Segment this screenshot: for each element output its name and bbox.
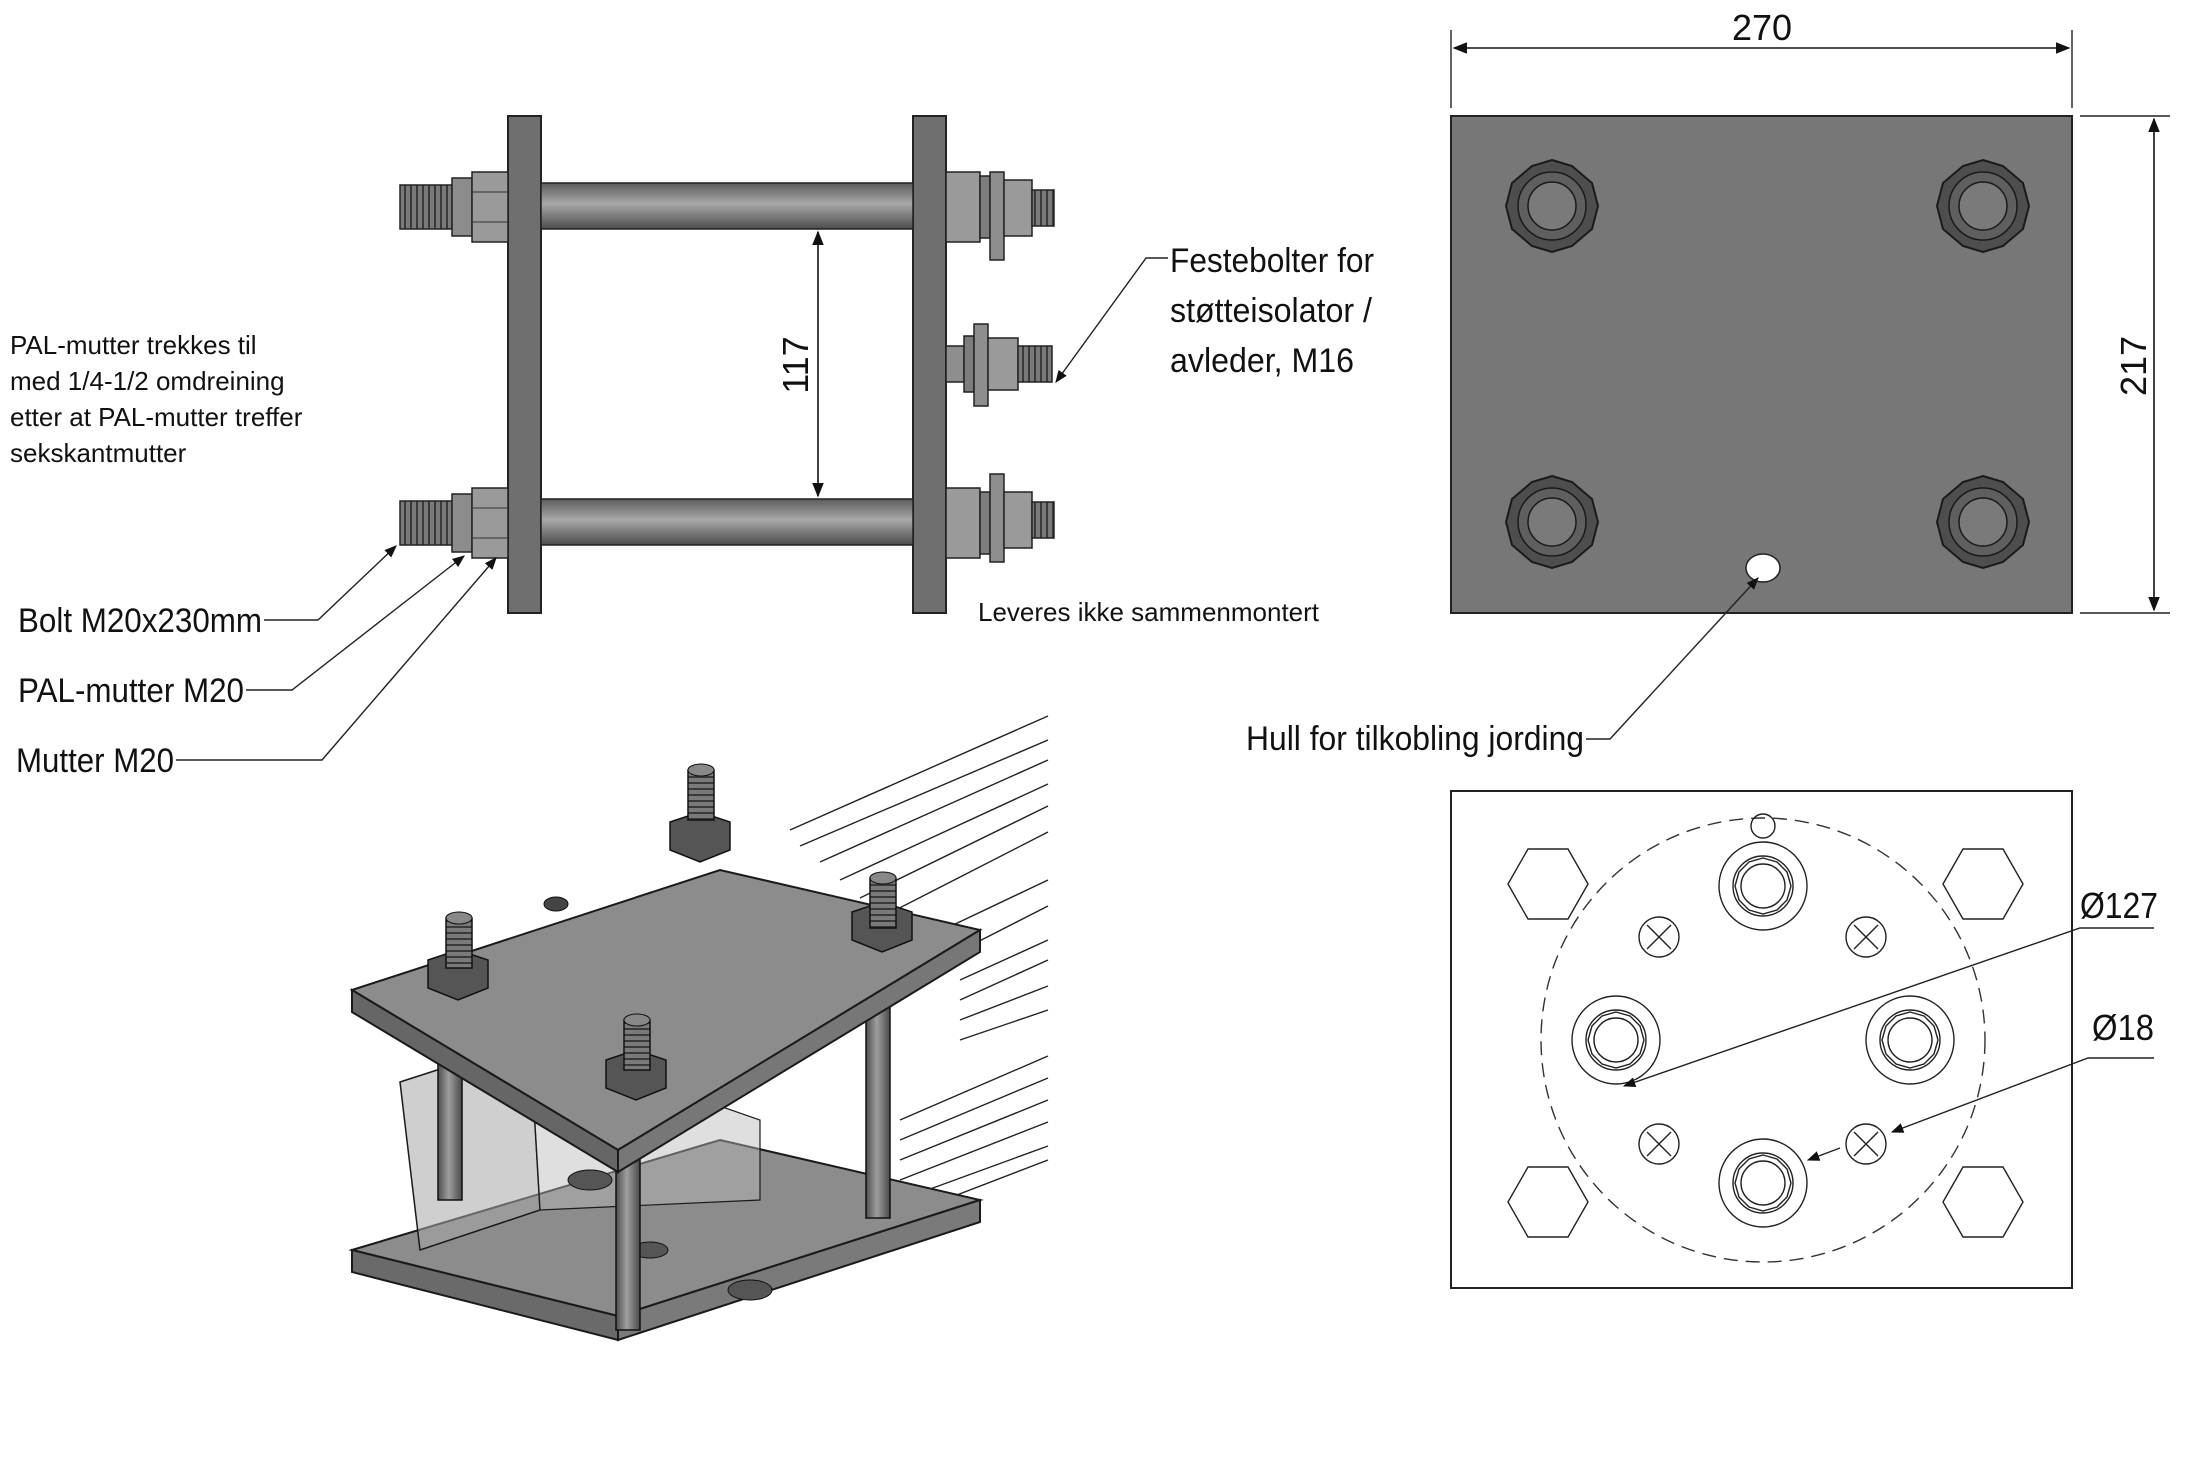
pal-note-line: med 1/4-1/2 omdreining (10, 366, 285, 396)
leader-hole (1890, 1057, 2154, 1133)
pal-note-line: etter at PAL-mutter treffer (10, 402, 303, 432)
iso-bolt (851, 871, 913, 953)
pal-note-line: sekskantmutter (10, 438, 187, 468)
side-view: 117 PAL-mutter trekkes til med 1/4-1/2 o… (10, 115, 1383, 780)
top-view: 270 217 Hull for tilkobling jor (1246, 7, 2170, 758)
ground-hole-label: Hull for tilkobling jording (1246, 720, 1584, 758)
ground-hole (1745, 553, 1781, 583)
isometric-view (348, 715, 1049, 1342)
pcd-fastener (1571, 995, 1661, 1085)
bolt-end-lower-left (399, 487, 509, 559)
rod-lower (540, 498, 914, 546)
pal-note: PAL-mutter trekkes til med 1/4-1/2 omdre… (10, 330, 310, 468)
label-bolt: Bolt M20x230mm (18, 602, 262, 640)
bolt-end-upper-left (399, 171, 509, 243)
top-nut (1504, 158, 1600, 254)
iso-hole (567, 1169, 613, 1191)
corner-hex (1942, 1166, 2024, 1238)
iso-bolt (605, 1013, 667, 1101)
crossed-hole (1845, 916, 1887, 958)
corner-hex (1507, 848, 1589, 920)
delivery-note: Leveres ikke sammenmontert (978, 597, 1320, 627)
rail-profile (789, 715, 1049, 1241)
corner-hex (1942, 848, 2024, 920)
iso-ground-hole (543, 896, 569, 912)
side-plate-left (507, 115, 542, 614)
top-nut (1504, 474, 1600, 570)
top-nut (1935, 474, 2031, 570)
crossed-hole (1638, 1123, 1680, 1165)
top-nut (1935, 158, 2031, 254)
leader-nut (176, 557, 497, 761)
leader-pcd (1622, 927, 2154, 1088)
dim-270-text: 270 (1732, 7, 1792, 48)
pcd-fastener (1718, 1138, 1808, 1228)
dim-217-text: 217 (2113, 336, 2154, 396)
crossed-hole (1638, 916, 1680, 958)
pcd-fastener (1865, 995, 1955, 1085)
pcd-label: Ø127 (2080, 885, 2158, 926)
fastener-label: Festebolter for støtteisolator / avleder… (1170, 242, 1383, 380)
right-nut-middle (945, 323, 1053, 407)
fastener-label-line: støtteisolator / (1170, 292, 1373, 330)
leader-ground-hole (1586, 577, 1759, 740)
pcd-circle (1540, 817, 1986, 1263)
leader-hole-inner (1806, 1147, 1841, 1161)
right-nut-upper (945, 171, 1055, 261)
rod-upper (540, 182, 914, 230)
label-pal-nut: PAL-mutter M20 (18, 672, 244, 710)
iso-hole (727, 1279, 773, 1301)
side-plate-right (912, 115, 947, 614)
hole-label: Ø18 (2092, 1007, 2154, 1048)
iso-top-plate-side (617, 928, 981, 1174)
right-nut-lower (945, 473, 1055, 563)
corner-hex (1507, 1166, 1589, 1238)
fastener-label-line: Festebolter for (1170, 242, 1374, 280)
pal-note-line: PAL-mutter trekkes til (10, 330, 257, 360)
dim-117-text: 117 (775, 336, 816, 393)
leader-bolt (264, 545, 397, 621)
iso-bottom-plate-side (617, 1198, 981, 1342)
fastener-label-line: avleder, M16 (1170, 342, 1354, 380)
crossed-hole (1845, 1123, 1887, 1165)
leader-fastener (1055, 257, 1168, 384)
leader-pal-nut (246, 555, 465, 691)
pcd-fastener (1718, 841, 1808, 931)
hole-pattern-view: Ø127 Ø18 (1450, 790, 2158, 1289)
label-nut: Mutter M20 (16, 742, 174, 780)
ground-hole-small (1750, 813, 1776, 839)
iso-bolt (669, 763, 731, 863)
iso-bolt (427, 911, 489, 1001)
